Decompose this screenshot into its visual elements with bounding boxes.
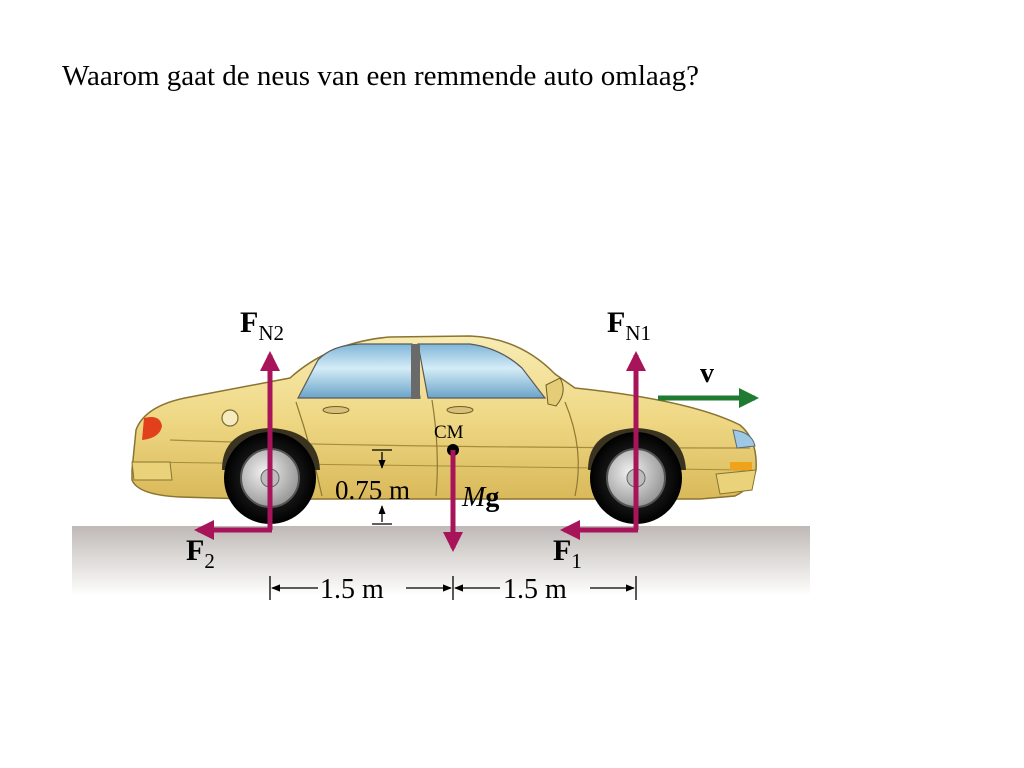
velocity-label: v bbox=[700, 358, 714, 389]
door-line-mid bbox=[431, 399, 438, 497]
f2-label: F2 bbox=[186, 534, 215, 573]
indicator-light bbox=[730, 462, 752, 470]
rear-window bbox=[297, 343, 421, 399]
dist-left-label: 1.5 m bbox=[320, 574, 384, 605]
door-pillar bbox=[411, 344, 420, 399]
front-bumper bbox=[715, 469, 757, 495]
front-window bbox=[417, 343, 547, 399]
f1-label: F1 bbox=[553, 534, 582, 573]
head-light bbox=[732, 429, 756, 449]
question-title: Waarom gaat de neus van een remmende aut… bbox=[62, 60, 699, 92]
fn2-label: FN2 bbox=[240, 306, 284, 345]
fn1-label: FN1 bbox=[607, 306, 651, 345]
road bbox=[72, 526, 810, 596]
tail-light bbox=[142, 417, 162, 440]
distance-dimension bbox=[269, 576, 637, 600]
side-mirror bbox=[545, 377, 564, 407]
dist-right-label: 1.5 m bbox=[503, 574, 567, 605]
fuel-cap bbox=[221, 409, 239, 427]
door-handle-front bbox=[446, 406, 474, 414]
height-dimension bbox=[372, 449, 392, 525]
rear-bumper bbox=[131, 461, 173, 481]
height-label: 0.75 m bbox=[335, 475, 410, 505]
door-line-front bbox=[564, 401, 579, 497]
cm-label: CM bbox=[434, 422, 464, 443]
door-handle-rear bbox=[322, 406, 350, 414]
mg-label: Mg bbox=[461, 482, 499, 513]
rear-wheel bbox=[222, 428, 320, 524]
